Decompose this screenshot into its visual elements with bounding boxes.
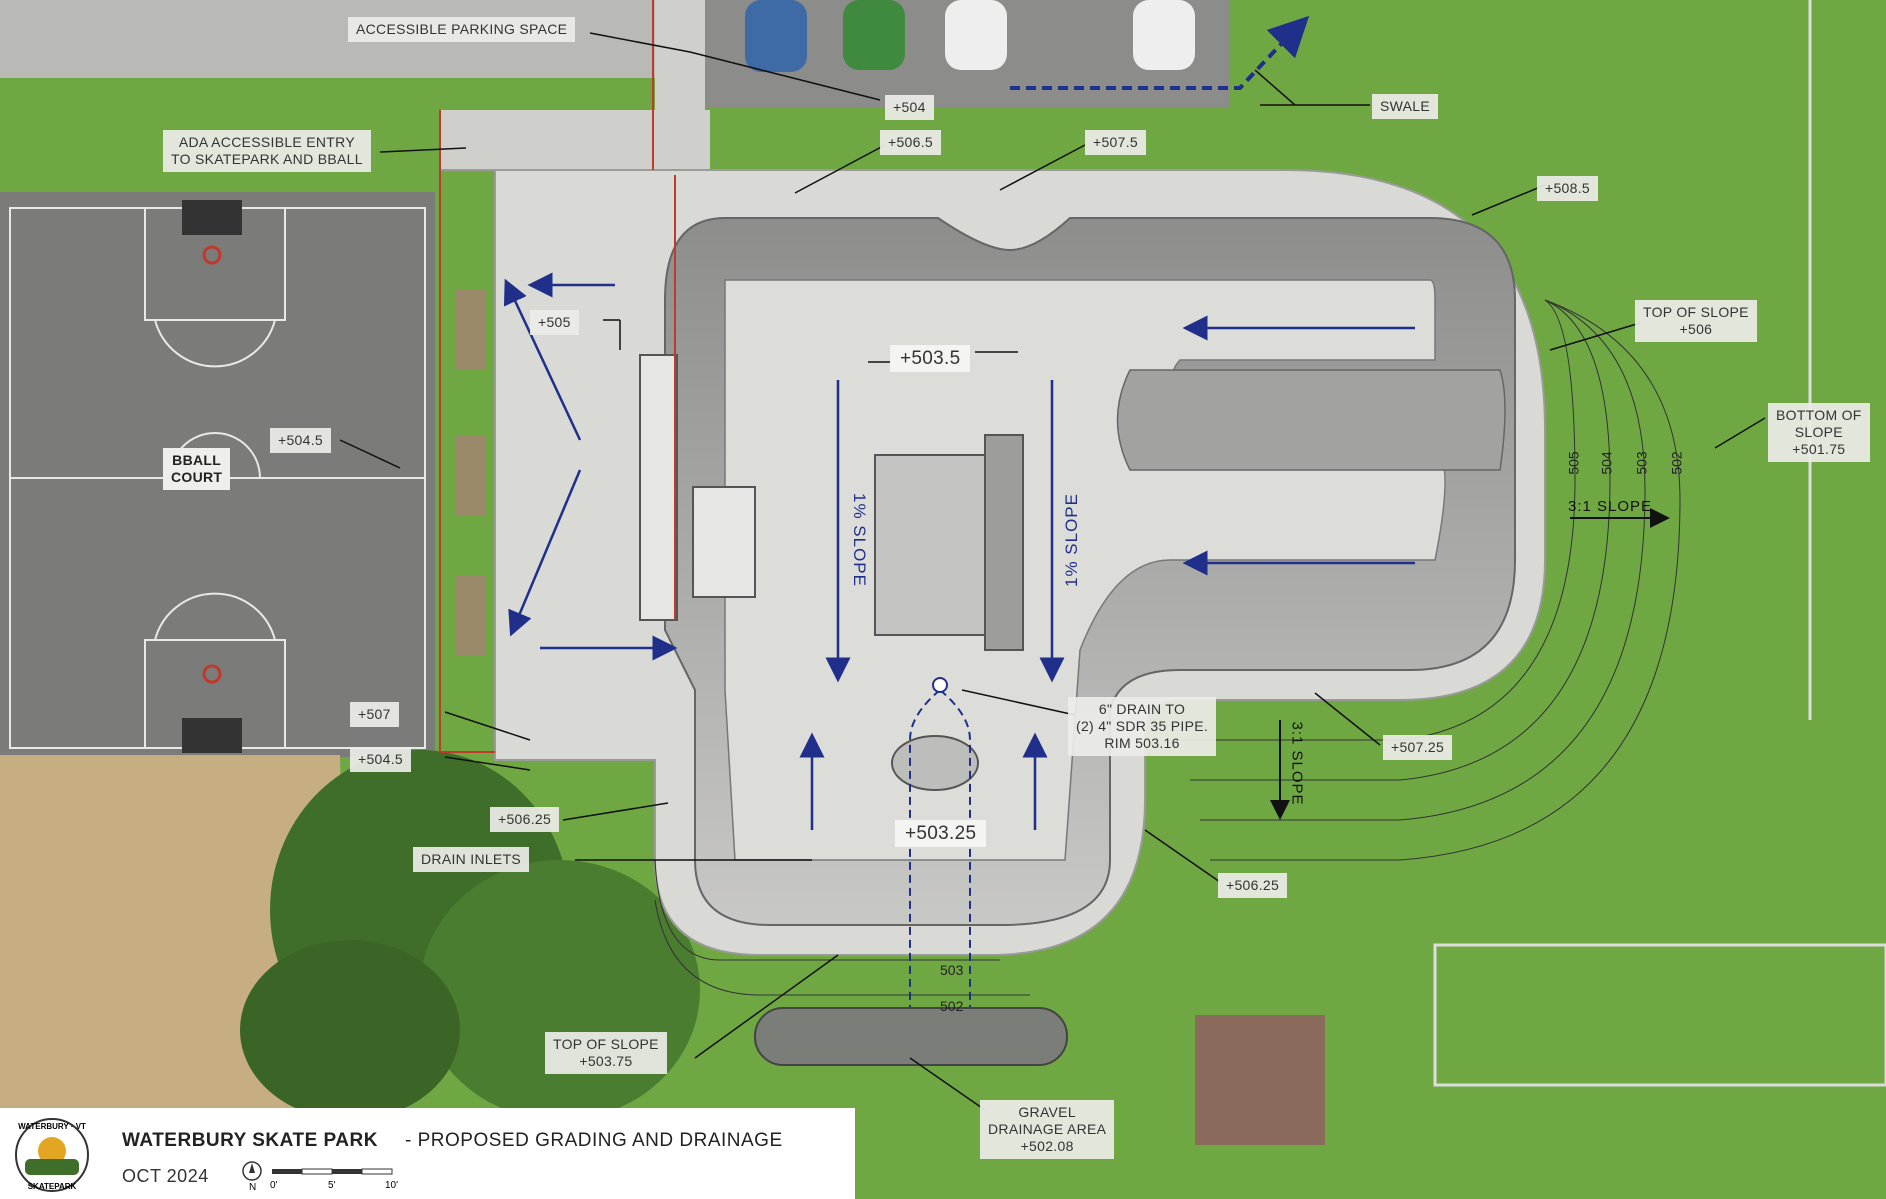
shed [1195,1015,1325,1145]
drain-pipes [909,689,971,1030]
gravel-drainage [754,1007,1068,1066]
leader-lines [339,32,1766,1111]
spine [1116,369,1506,471]
logo-text-top: WATERBURY · VT [18,1122,86,1131]
contour-503-right: 503 [1633,451,1650,475]
project-title: WATERBURY SKATE PARK [122,1130,378,1151]
entry-walk [440,110,710,170]
field-fence [1433,943,1886,1087]
grade-arrows [1270,508,1670,820]
scale-bar: N 0' 5' 10' [242,1161,398,1193]
contour-502-right: 502 [1668,451,1685,475]
elevation-504-5-low: +504.5 [350,747,412,772]
project-subtitle: - PROPOSED GRADING AND DRAINAGE [405,1130,783,1151]
drain-inlets-label: DRAIN INLETS [413,847,530,872]
one-pct-slope-right: 1% SLOPE [1062,493,1081,587]
north-arrow-icon [242,1161,262,1181]
top-of-slope-bottom-label: TOP OF SLOPE+503.75 [545,1032,667,1074]
contour-502-bottom: 502 [940,998,964,1014]
parked-cars [745,0,1195,72]
center-box [874,454,986,636]
one-pct-slope-left: 1% SLOPE [850,493,869,587]
hoops [182,200,242,753]
flow-arrows [503,272,1415,830]
scale-10: 10' [385,1180,398,1191]
elevation-506-5: +506.5 [880,130,942,155]
three-one-slope-down: 3:1 SLOPE [1288,721,1306,806]
swale-line [1010,15,1310,90]
elevation-503-25: +503.25 [895,820,987,847]
elevation-508-5: +508.5 [1537,176,1599,201]
three-one-slope-right: 3:1 SLOPE [1568,498,1653,515]
project-date: OCT 2024 [122,1166,209,1186]
elevation-504: +504 [885,95,934,120]
elevation-507: +507 [350,702,399,727]
elevation-505: +505 [530,310,579,335]
manual-pad [692,486,756,598]
drain-label: 6" DRAIN TO(2) 4" SDR 35 PIPE.RIM 503.16 [1068,697,1217,756]
swale-label: SWALE [1372,94,1438,119]
contour-503-bottom: 503 [940,962,964,978]
title-block [0,1108,855,1199]
contour-504: 504 [1598,451,1615,475]
elevation-503-5: +503.5 [890,345,971,372]
elevation-504-5-court: +504.5 [270,428,332,453]
contour-505: 505 [1565,451,1582,475]
ledge [639,354,678,621]
top-of-slope-right-label: TOP OF SLOPE+506 [1635,300,1757,342]
logo-text-bottom: SKATEPARK [28,1182,77,1191]
north-label: N [249,1182,256,1193]
drain-marker [932,677,948,693]
contour-lines [654,299,1681,996]
elevation-506-25-left: +506.25 [490,807,560,832]
elevation-507-25: +507.25 [1383,735,1453,760]
elevation-507-5: +507.5 [1085,130,1147,155]
benches [455,290,485,655]
accessible-parking-label: ACCESSIBLE PARKING SPACE [348,17,576,42]
scale-5: 5' [328,1180,336,1191]
center-ramp [984,434,1024,651]
property-lines [439,0,676,753]
drain-basin [891,735,979,791]
skatepark-logo: WATERBURY · VT SKATEPARK [15,1118,89,1192]
elevation-506-25-right: +506.25 [1218,873,1288,898]
scale-0: 0' [270,1180,278,1191]
